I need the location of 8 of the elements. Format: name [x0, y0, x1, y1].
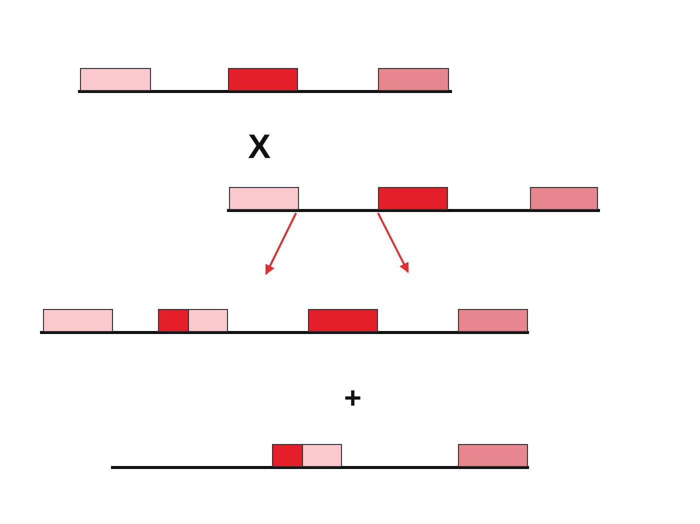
chromosome-drawing — [227, 186, 600, 212]
arrow — [377, 212, 409, 273]
cross-sign: X — [248, 130, 271, 164]
chromosome-drawing — [40, 308, 529, 334]
arrow — [265, 212, 297, 275]
plus-sign: + — [344, 384, 362, 414]
chromosome-drawing — [111, 443, 529, 469]
chromosome-drawing — [78, 67, 452, 93]
